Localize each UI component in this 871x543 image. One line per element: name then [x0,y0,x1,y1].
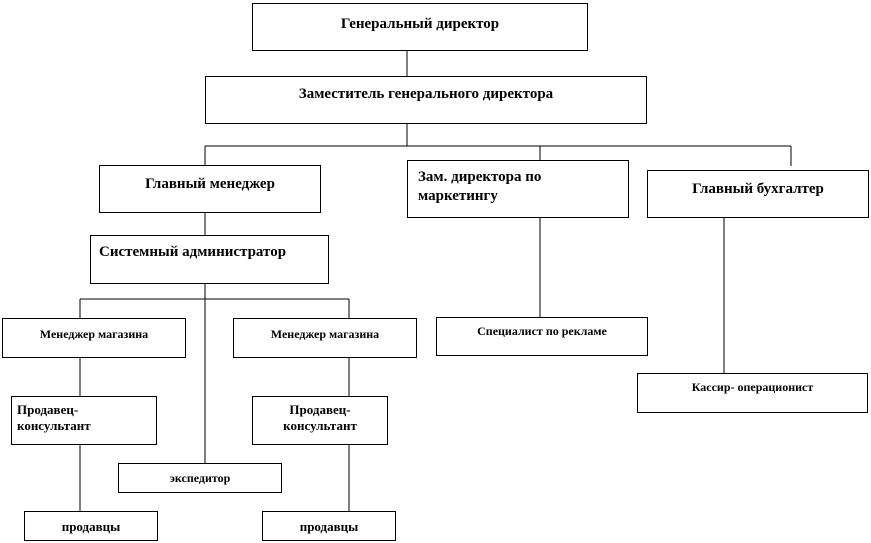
node-chief-accountant-label: Главный бухгалтер [692,181,824,197]
node-ad-specialist: Специалист по рекламе [436,317,648,356]
node-deputy-marketing: Зам. директора по маркетингу [407,160,629,218]
node-ceo: Генеральный директор [252,3,588,51]
node-sellers-1-label: продавцы [61,519,121,534]
node-store-manager-1: Менеджер магазина [2,318,186,358]
node-consultant-1-label: Продавец-консультант [17,402,91,434]
node-deputy-ceo-label: Заместитель генерального директора [298,86,554,102]
node-deputy-marketing-label: Зам. директора по маркетингу [418,169,542,204]
node-consultant-2-label: Продавец-консультант [283,402,357,434]
node-forwarder-label: экспедитор [169,471,231,485]
node-cashier: Кассир- операционист [637,373,868,413]
node-sys-admin-label: Системный администратор [99,244,287,260]
node-ad-specialist-label: Специалист по рекламе [477,324,607,338]
node-chief-manager-label: Главный менеджер [145,176,275,192]
node-sellers-2: продавцы [262,511,396,541]
node-sellers-1: продавцы [24,511,158,541]
node-store-manager-2-label: Менеджер магазина [270,327,380,341]
node-ceo-label: Генеральный директор [340,16,500,32]
node-sys-admin: Системный администратор [90,235,329,284]
node-chief-manager: Главный менеджер [99,165,321,213]
node-store-manager-2: Менеджер магазина [233,318,417,358]
node-consultant-1: Продавец-консультант [11,396,157,445]
node-forwarder: экспедитор [118,463,282,493]
node-store-manager-1-label: Менеджер магазина [39,327,149,341]
node-deputy-ceo: Заместитель генерального директора [205,76,647,124]
node-cashier-label: Кассир- операционист [691,380,814,394]
node-sellers-2-label: продавцы [299,519,359,534]
node-consultant-2: Продавец-консультант [252,396,388,445]
node-chief-accountant: Главный бухгалтер [647,170,869,218]
